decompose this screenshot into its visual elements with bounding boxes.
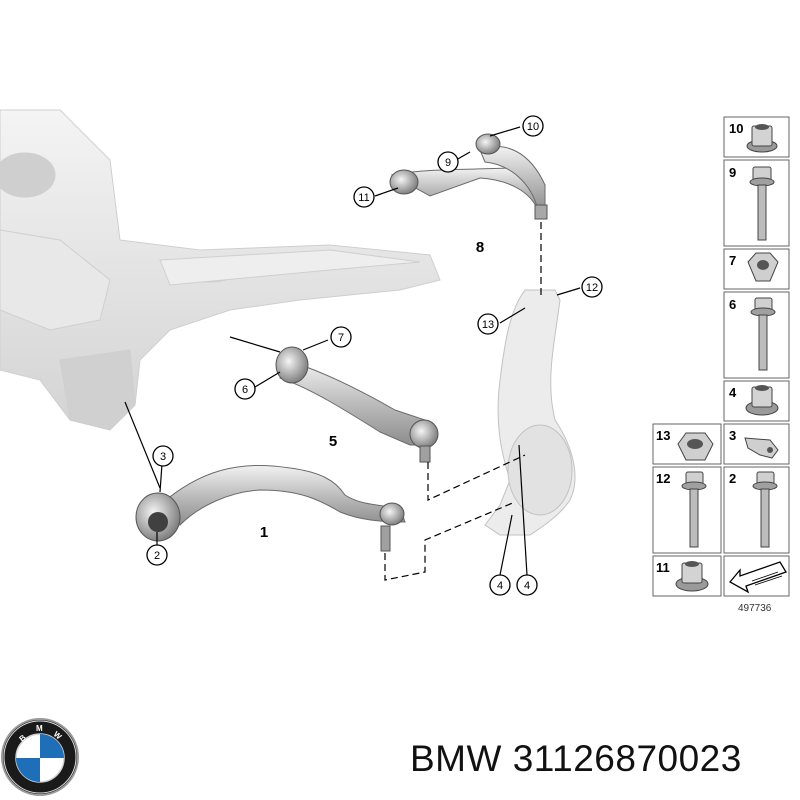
callout-4-left: 4 [489, 574, 511, 596]
table-numbers: 10 9 7 6 4 13 3 12 2 11 [656, 121, 743, 575]
part-number: 31126870023 [512, 738, 742, 779]
bracket-icon [744, 437, 779, 459]
callout-3: 3 [152, 445, 174, 467]
callout-6: 6 [234, 378, 256, 400]
brand-name: BMW [410, 738, 502, 779]
svg-text:5: 5 [329, 433, 337, 450]
lower-control-arm[interactable] [135, 464, 406, 552]
callout-1: 1 [260, 524, 268, 541]
svg-text:6: 6 [242, 384, 248, 396]
svg-text:7: 7 [338, 332, 344, 344]
callout-10: 10 [522, 115, 544, 137]
bolt-icon [681, 471, 707, 548]
caption: BMW 31126870023 [410, 738, 742, 780]
tension-strut[interactable] [275, 346, 439, 463]
svg-text:13: 13 [656, 428, 670, 443]
svg-text:4: 4 [497, 580, 503, 592]
callout-4-right: 4 [516, 574, 538, 596]
svg-text:M: M [36, 724, 43, 733]
svg-text:4: 4 [729, 385, 737, 400]
svg-text:3: 3 [729, 428, 736, 443]
callout-12: 12 [581, 276, 603, 298]
hex-nut-icon [677, 432, 714, 461]
callout-2: 2 [146, 544, 168, 566]
svg-text:9: 9 [445, 157, 451, 169]
svg-text:B: B [18, 733, 28, 744]
svg-text:12: 12 [586, 282, 598, 294]
callout-9: 9 [437, 151, 459, 173]
svg-text:7: 7 [729, 253, 736, 268]
callout-5: 5 [329, 433, 337, 450]
svg-text:2: 2 [729, 471, 736, 486]
callout-8: 8 [476, 239, 484, 256]
svg-text:8: 8 [476, 239, 484, 256]
callout-7: 7 [330, 326, 352, 348]
svg-text:6: 6 [729, 297, 736, 312]
bmw-logo: B M W [1, 718, 79, 796]
flange-nut-icon [675, 561, 709, 592]
arrow-icon [728, 561, 787, 594]
svg-text:12: 12 [656, 471, 670, 486]
svg-text:10: 10 [729, 121, 743, 136]
svg-text:9: 9 [729, 165, 736, 180]
upper-control-arm[interactable] [389, 133, 548, 220]
bolt-icon [752, 471, 778, 548]
svg-text:10: 10 [527, 121, 539, 133]
dashed-lines [384, 222, 542, 581]
leader-lines [124, 126, 581, 576]
svg-text:4: 4 [524, 580, 530, 592]
drawing-number: 497736 [738, 603, 772, 614]
svg-text:3: 3 [160, 451, 166, 463]
wheel-carrier [484, 289, 576, 536]
callout-13: 13 [477, 313, 499, 335]
hex-nut-icon [747, 252, 779, 282]
svg-text:13: 13 [482, 319, 494, 331]
callout-11: 11 [353, 186, 375, 208]
svg-text:1: 1 [260, 524, 268, 541]
flange-nut-icon [745, 385, 779, 416]
bolt-icon [749, 166, 775, 241]
svg-text:2: 2 [154, 550, 160, 562]
svg-text:11: 11 [656, 560, 670, 575]
svg-text:W: W [52, 730, 64, 742]
flange-nut-icon [746, 124, 778, 153]
svg-text:11: 11 [358, 192, 369, 204]
bolt-icon [750, 297, 776, 371]
subframe [0, 109, 441, 431]
